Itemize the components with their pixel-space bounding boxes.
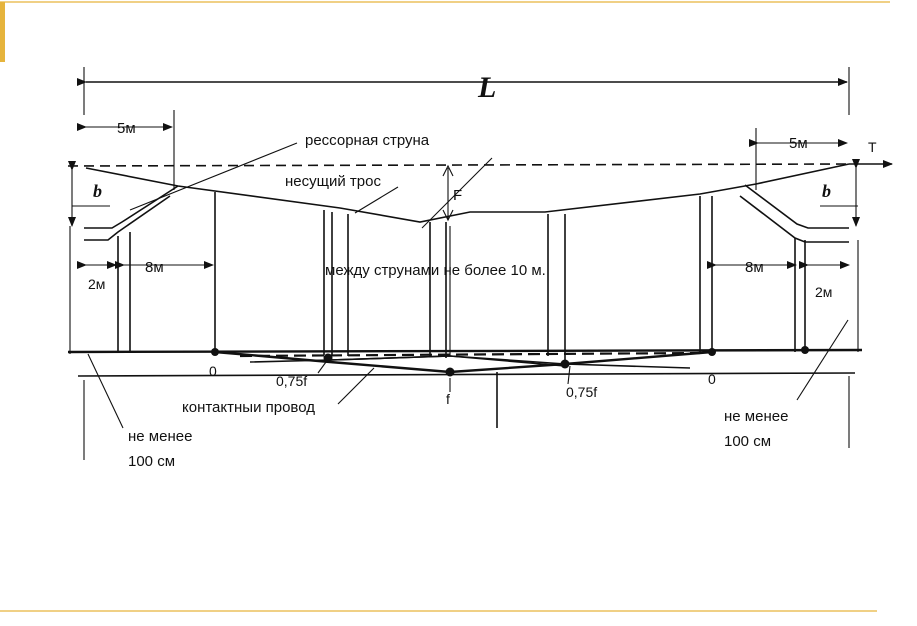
dim-5m-right-label: 5м <box>789 135 808 152</box>
f075-right-leader <box>567 365 571 385</box>
droppers <box>117 192 806 360</box>
carrier-cable-label: несущий трос <box>285 173 381 190</box>
f075-left-label: 0,75f <box>276 373 307 389</box>
contact-wire-leader <box>337 367 375 405</box>
sag-pointer-line <box>421 157 493 229</box>
tension-label: T <box>868 139 877 155</box>
dim-2m-left-label: 2м <box>88 276 105 292</box>
contact-wire-solid <box>67 348 863 354</box>
carrier-cable <box>85 163 850 223</box>
min-left-label-2: 100 см <box>128 453 175 470</box>
dim-2m-right-label: 2м <box>815 284 832 300</box>
min-left-label-1: не менее <box>128 428 192 445</box>
span-label: L <box>477 71 496 104</box>
zero-left-label: 0 <box>209 363 217 379</box>
spring-string-right <box>744 184 849 229</box>
span-dimension <box>77 67 850 115</box>
f075-right-label: 0,75f <box>566 384 597 400</box>
sag-F-dimension <box>442 164 454 222</box>
b-dimension-right <box>820 159 860 227</box>
sag-F-label: F <box>453 187 462 204</box>
b-left-label: b <box>93 181 102 201</box>
contact-wire-label: контактныи провод <box>182 399 315 416</box>
min-right-label-1: не менее <box>724 408 788 425</box>
spring-string-right-outer <box>739 195 849 243</box>
rail-reference-line <box>77 372 856 377</box>
min-left-leader <box>87 353 124 429</box>
between-strings-label: между струнами не более 10 м. <box>325 262 546 279</box>
dim-8m-right-label: 8м <box>745 259 764 276</box>
spring-string-left-outer <box>84 195 171 241</box>
spring-string-left <box>84 185 179 229</box>
min-right-leader <box>796 319 849 401</box>
dim-5m-left-label: 5м <box>117 120 136 137</box>
spring-string-leader <box>129 142 298 211</box>
zero-right-label: 0 <box>708 371 716 387</box>
b-dimension-left <box>68 161 110 227</box>
dim-5m-right <box>749 128 848 190</box>
b-right-label: b <box>822 181 831 201</box>
sag-cross-1 <box>329 355 451 361</box>
f075-left-leader <box>317 361 327 374</box>
sag-f-label: f <box>446 391 450 407</box>
spring-string-label: рессорная струна <box>305 132 430 149</box>
sag-cross-2 <box>449 355 566 367</box>
dim-5m-left <box>77 110 175 190</box>
carrier-cable-leader <box>354 186 399 214</box>
registration-points <box>211 346 809 377</box>
suspension-level-line <box>67 163 850 167</box>
slide-accent <box>0 1 890 612</box>
dim-8m-left-label: 8м <box>145 259 164 276</box>
min-right-label-2: 100 см <box>724 433 771 450</box>
contact-wire-dashed <box>239 351 701 358</box>
